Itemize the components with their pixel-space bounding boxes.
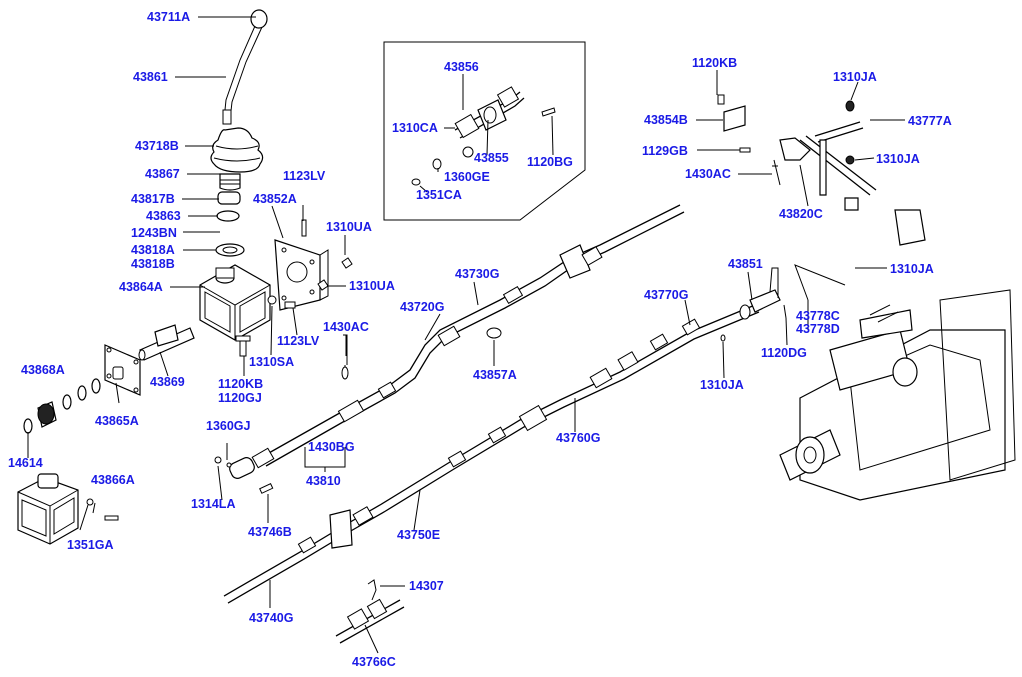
label-43851[interactable]: 43851 <box>728 257 763 271</box>
label-43857A[interactable]: 43857A <box>473 368 517 382</box>
label-1123LV-mid[interactable]: 1123LV <box>277 334 320 348</box>
rod-43740G-43770G <box>223 267 787 604</box>
parts-artwork <box>17 9 1016 644</box>
label-43820C[interactable]: 43820C <box>779 207 823 221</box>
label-43863[interactable]: 43863 <box>146 209 181 223</box>
label-14614[interactable]: 14614 <box>8 456 43 470</box>
label-43818B[interactable]: 43818B <box>131 257 175 271</box>
label-1310CA[interactable]: 1310CA <box>392 121 438 135</box>
seal-set-43868A <box>23 378 101 434</box>
label-43854B[interactable]: 43854B <box>644 113 688 127</box>
label-43810[interactable]: 43810 <box>306 474 341 488</box>
label-43777A[interactable]: 43777A <box>908 114 952 128</box>
label-43869[interactable]: 43869 <box>150 375 185 389</box>
label-43864A[interactable]: 43864A <box>119 280 163 294</box>
label-43778C[interactable]: 43778C <box>796 309 840 323</box>
inset-box <box>383 41 586 221</box>
label-1360GE[interactable]: 1360GE <box>444 170 490 184</box>
label-43730G[interactable]: 43730G <box>455 267 499 281</box>
label-1351CA[interactable]: 1351CA <box>416 188 462 202</box>
rod-43777A <box>717 94 877 211</box>
label-1430BG[interactable]: 1430BG <box>308 440 355 454</box>
label-43760G[interactable]: 43760G <box>556 431 600 445</box>
shaft-43869 <box>138 324 195 361</box>
label-1360GJ[interactable]: 1360GJ <box>206 419 251 433</box>
label-1120KB[interactable]: 1120KB <box>218 377 263 391</box>
shift-knob <box>222 9 268 125</box>
bellows-43867 <box>219 173 241 191</box>
label-43740G[interactable]: 43740G <box>249 611 293 625</box>
label-1129GB[interactable]: 1129GB <box>642 144 688 158</box>
label-14307[interactable]: 14307 <box>409 579 444 593</box>
label-1310JA-bot[interactable]: 1310JA <box>700 378 744 392</box>
transmission <box>779 209 1016 501</box>
bracket-43852A <box>235 219 353 380</box>
bushing-43817B <box>217 191 241 205</box>
part-labels: 43711A 43861 43718B 43867 43817B 43863 1… <box>8 10 952 669</box>
label-1120DG[interactable]: 1120DG <box>761 346 807 360</box>
label-43861[interactable]: 43861 <box>133 70 168 84</box>
label-1120GJ[interactable]: 1120GJ <box>218 391 262 405</box>
label-43746B[interactable]: 43746B <box>248 525 292 539</box>
label-43867[interactable]: 43867 <box>145 167 180 181</box>
label-43711A[interactable]: 43711A <box>147 10 190 24</box>
label-43818A[interactable]: 43818A <box>131 243 175 257</box>
label-1310JA-top[interactable]: 1310JA <box>833 70 877 84</box>
label-1430AC-mid[interactable]: 1430AC <box>323 320 369 334</box>
leader-lines <box>27 16 905 654</box>
label-1430AC-right[interactable]: 1430AC <box>685 167 731 181</box>
label-43852A[interactable]: 43852A <box>253 192 297 206</box>
label-43856[interactable]: 43856 <box>444 60 479 74</box>
ring-43863 <box>216 210 240 222</box>
label-1310JA-mid[interactable]: 1310JA <box>876 152 920 166</box>
label-1351GA[interactable]: 1351GA <box>67 538 114 552</box>
plate-43865A <box>104 344 141 396</box>
rod-43720G-43730G <box>251 204 685 469</box>
rod-43766C <box>335 579 405 644</box>
label-43778D[interactable]: 43778D <box>796 322 840 336</box>
block-43746B <box>214 456 274 494</box>
label-1120BG[interactable]: 1120BG <box>527 155 573 169</box>
shift-boot <box>210 127 264 173</box>
cover-43866A <box>17 473 119 545</box>
label-43855[interactable]: 43855 <box>474 151 509 165</box>
label-43866A[interactable]: 43866A <box>91 473 135 487</box>
label-1120KB-top[interactable]: 1120KB <box>692 56 737 70</box>
label-1310SA[interactable]: 1310SA <box>249 355 294 369</box>
label-43766C[interactable]: 43766C <box>352 655 396 669</box>
label-43770G[interactable]: 43770G <box>644 288 688 302</box>
label-1314LA[interactable]: 1314LA <box>191 497 235 511</box>
label-43817B[interactable]: 43817B <box>131 192 175 206</box>
label-1310UA-mid[interactable]: 1310UA <box>349 279 395 293</box>
label-43868A[interactable]: 43868A <box>21 363 65 377</box>
shift-tower-43864A <box>199 264 271 341</box>
label-43750E[interactable]: 43750E <box>397 528 440 542</box>
label-1123LV-top[interactable]: 1123LV <box>283 169 326 183</box>
label-43720G[interactable]: 43720G <box>400 300 444 314</box>
label-1243BN[interactable]: 1243BN <box>131 226 177 240</box>
label-1310UA-top[interactable]: 1310UA <box>326 220 372 234</box>
label-43865A[interactable]: 43865A <box>95 414 139 428</box>
label-43718B[interactable]: 43718B <box>135 139 179 153</box>
label-1310JA-right[interactable]: 1310JA <box>890 262 934 276</box>
